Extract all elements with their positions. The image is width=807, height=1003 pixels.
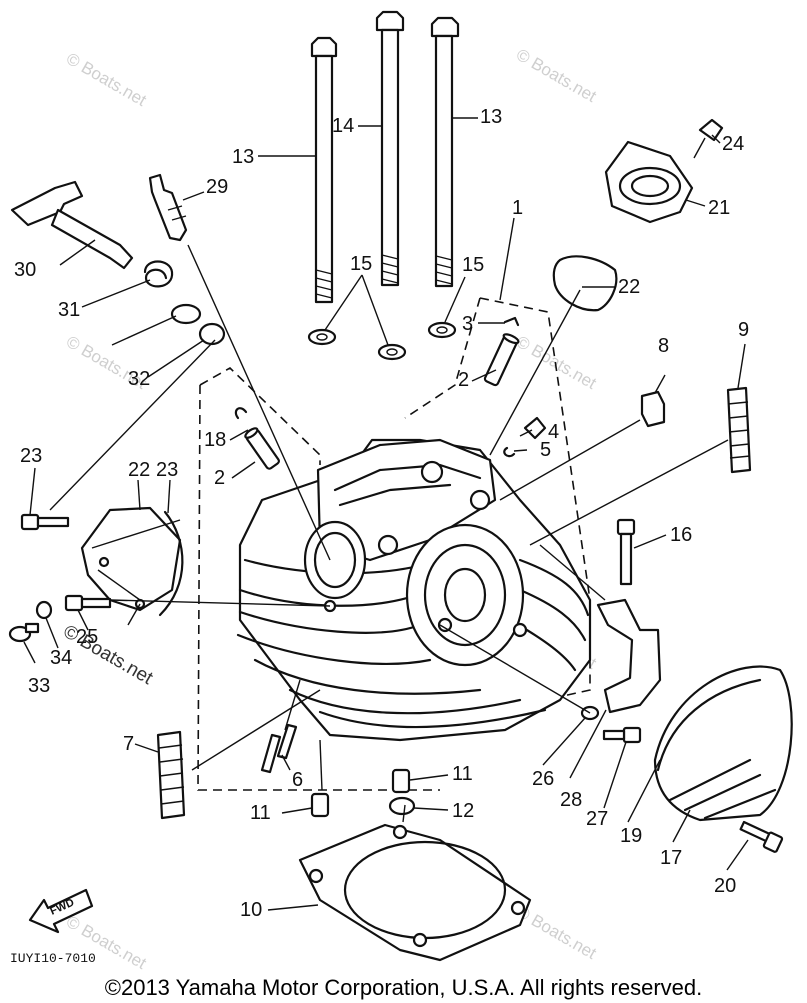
bolt-24: [64, 594, 112, 612]
small-bolts: [503, 416, 547, 458]
callout-17: 17: [660, 847, 682, 869]
callout-2: 2: [458, 369, 469, 391]
callout-13-small: 18: [204, 429, 226, 451]
callout-9: 9: [738, 319, 749, 341]
callout-27: 28: [560, 789, 582, 811]
callout-22: 22: [618, 276, 640, 298]
callout-18: 19: [620, 825, 642, 847]
callout-21: 22: [128, 459, 150, 481]
plug-9: [726, 386, 752, 474]
callout-6: 6: [292, 769, 303, 791]
circlip-3: [234, 407, 248, 420]
dashed-outline: [404, 297, 481, 419]
callout-19: 20: [714, 875, 736, 897]
gasket-27: [596, 598, 662, 714]
diagram-canvas: © Boats.net © Boats.net © Boats.net © Bo…: [8, 10, 793, 972]
callout-29: 30: [14, 259, 36, 281]
leader-lines: [23, 117, 749, 911]
callout-31: 32: [128, 368, 150, 390]
callout-23: 24: [722, 133, 744, 155]
head-bolt-13-left: [310, 36, 338, 304]
callout-5: 5: [540, 439, 551, 461]
studs-6: [260, 723, 298, 774]
copyright-notice: ©2013 Yamaha Motor Corporation, U.S.A. A…: [104, 975, 703, 1000]
callout-33: 34: [50, 647, 72, 669]
callout-20: 21: [708, 197, 730, 219]
head-bolt-13-right: [430, 16, 460, 288]
head-bolt-14: [375, 10, 405, 287]
head-bolts: [310, 10, 460, 304]
callout-32: 33: [28, 675, 50, 697]
bolt-16: [616, 518, 636, 586]
callout-1: 1: [512, 197, 523, 219]
cover-18: [653, 665, 793, 822]
screw-32: [8, 622, 40, 643]
intake-manifold-20: [604, 118, 724, 224]
plug-8: [640, 390, 666, 428]
head-gasket-10: [298, 823, 532, 962]
dashed-outline: [199, 367, 321, 465]
callout-8: 8: [658, 335, 669, 357]
watermark-text: © Boats.net: [60, 621, 157, 689]
seal-12: [388, 796, 416, 816]
callouts: 1 2 2 3 18 4 5 6 7 8 9 10 11 11 12 13 13…: [14, 106, 749, 921]
callout-14: 14: [332, 115, 354, 137]
callout-2: 2: [214, 467, 225, 489]
bolt-23-left: [20, 513, 70, 531]
callout-24: 25: [76, 626, 98, 648]
bolt-26: [602, 726, 642, 744]
callout-12: 12: [452, 800, 474, 822]
dashed-outline: [197, 384, 440, 791]
valve-guides: [234, 316, 520, 470]
circlip-3: [503, 316, 520, 327]
callout-28: 29: [206, 176, 228, 198]
dowels-11: [310, 768, 411, 818]
callout-15: 15: [462, 254, 484, 276]
callout-11: 11: [452, 763, 473, 785]
callout-15: 15: [350, 253, 372, 275]
callout-3: 3: [462, 313, 473, 335]
callout-7: 7: [123, 733, 134, 755]
washers-15: [307, 321, 457, 361]
callout-30: 31: [58, 299, 80, 321]
callout-13: 13: [480, 106, 502, 128]
gasket-22-top: [552, 255, 618, 312]
callout-13: 13: [232, 146, 254, 168]
callout-16: 16: [670, 524, 692, 546]
watermark-text: © Boats.net: [63, 49, 150, 110]
cylinder-head: [236, 438, 592, 742]
watermark-text: © Boats.net: [513, 332, 600, 393]
watermark-text: © Boats.net: [513, 45, 600, 106]
callout-23: 23: [20, 445, 42, 467]
spring-7: [156, 730, 186, 820]
lever-29: [10, 180, 134, 270]
callout-26: 27: [586, 808, 608, 830]
washer-34: [170, 303, 202, 325]
callout-22: 23: [156, 459, 178, 481]
callout-11: 11: [250, 802, 271, 824]
callout-10: 10: [240, 899, 262, 921]
spark-plug-28: [148, 173, 188, 242]
spring-30: [143, 260, 174, 288]
part-code: IUYI10-7010: [10, 951, 96, 966]
bolt-19: [739, 820, 784, 853]
callout-4: 4: [548, 421, 559, 443]
callout-25: 26: [532, 768, 554, 790]
washer-33: [35, 600, 53, 620]
